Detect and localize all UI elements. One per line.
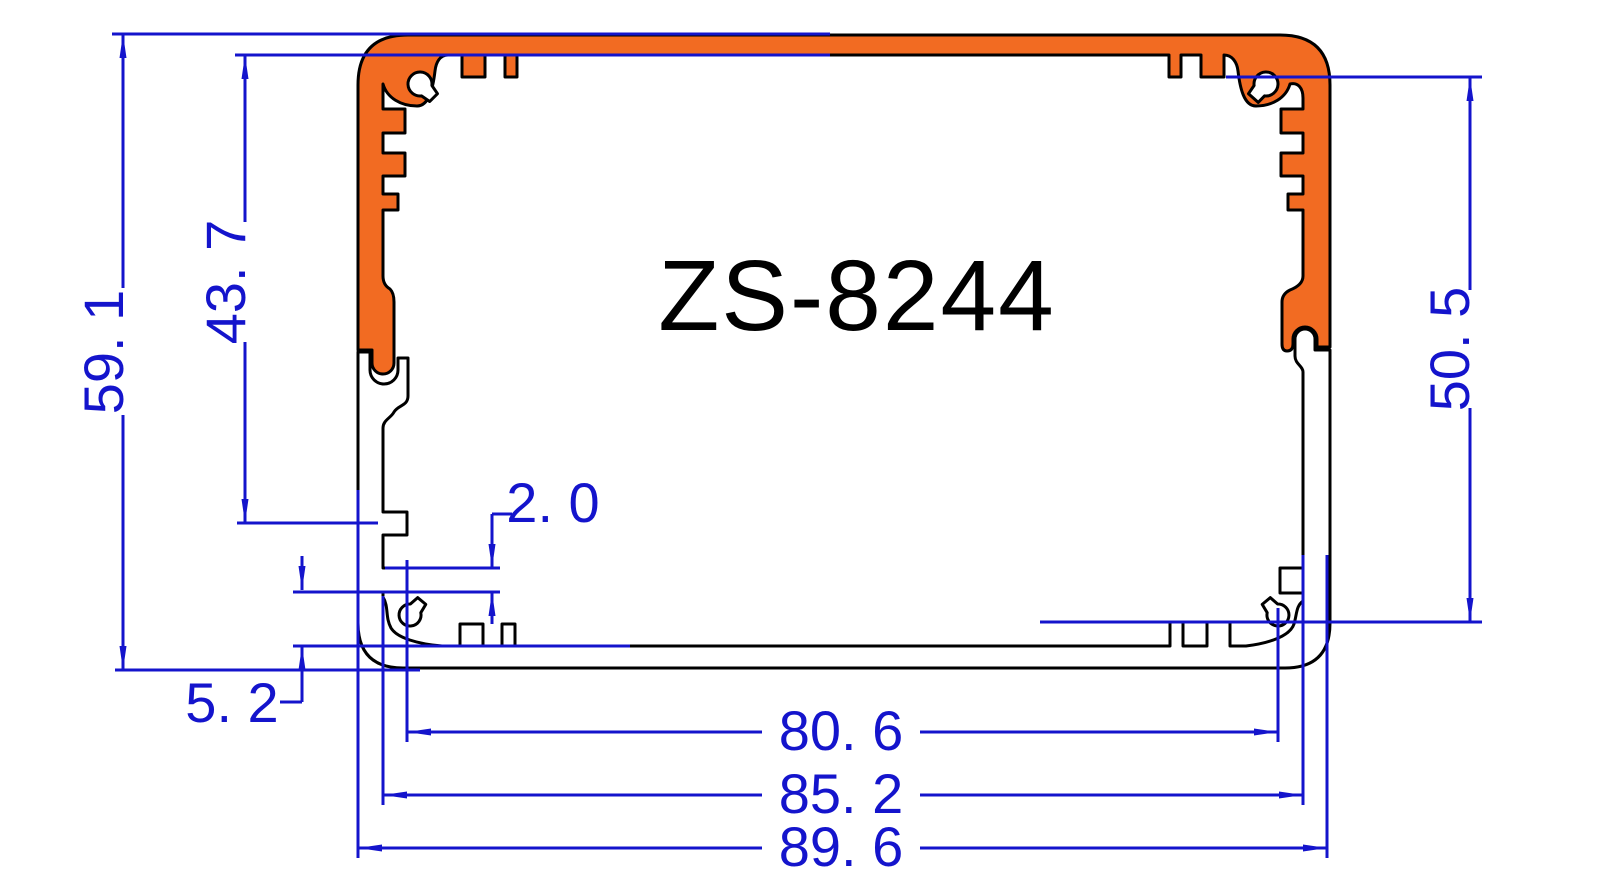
extension-lines <box>112 32 1482 858</box>
screw-boss-top-right <box>1247 70 1280 104</box>
dim-total-width: 89. 6 <box>358 815 1327 878</box>
profile-tray-shape <box>356 327 1332 670</box>
dim-fin-thickness: 2. 0 <box>488 471 600 624</box>
screw-boss-top-left <box>406 70 439 103</box>
dim-inner-height: 43. 7 <box>194 55 257 523</box>
dim-label-total-height: 59. 1 <box>72 290 135 415</box>
dim-middle-width: 85. 2 <box>383 762 1303 825</box>
profile-lid-shape <box>356 33 1332 376</box>
dim-label-inner-height: 43. 7 <box>194 220 257 345</box>
dim-label-fin-thickness: 2. 0 <box>506 471 599 534</box>
dim-bottom-offset: 5. 2 <box>185 556 306 734</box>
dim-inner-width: 80. 6 <box>407 699 1278 762</box>
dim-right-height: 50. 5 <box>1418 77 1481 622</box>
dim-label-total-width: 89. 6 <box>779 815 904 878</box>
drawing-title: ZS-8244 <box>658 240 1056 352</box>
dim-label-inner-width: 80. 6 <box>779 699 904 762</box>
screw-boss-bottom-left <box>397 596 428 628</box>
dim-total-height: 59. 1 <box>72 34 135 670</box>
dim-label-right-height: 50. 5 <box>1418 287 1481 412</box>
dim-label-middle-width: 85. 2 <box>779 762 904 825</box>
dim-label-bottom-offset: 5. 2 <box>185 671 278 734</box>
